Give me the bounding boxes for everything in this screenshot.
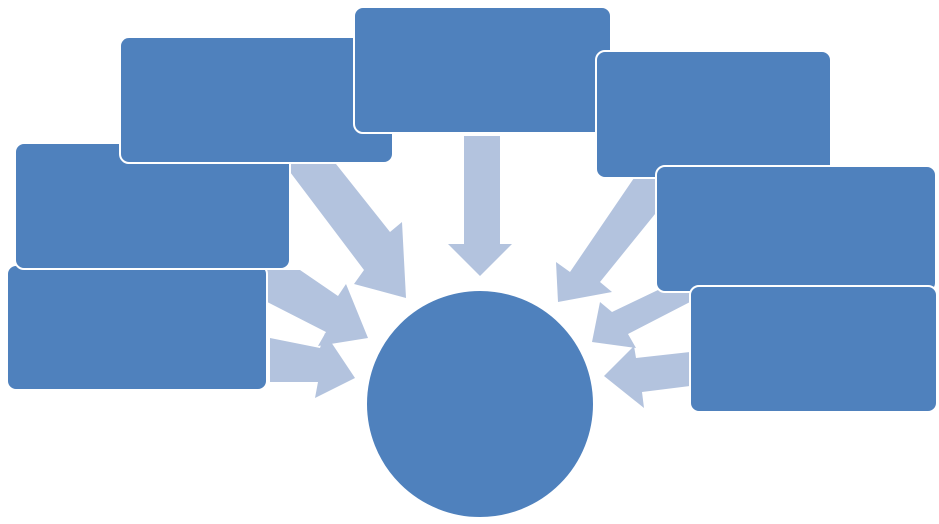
- boxes: [6, 6, 938, 413]
- arrow-from-top-center: [448, 136, 512, 276]
- box-top-center: [353, 6, 612, 134]
- box-right-upper: [595, 50, 832, 179]
- arrow-from-right-upper: [556, 178, 668, 302]
- arrow-from-right-middle: [592, 290, 690, 348]
- box-left-lower: [6, 264, 268, 391]
- box-right-lower: [689, 285, 938, 413]
- arrow-from-left-upper: [284, 164, 406, 298]
- arrow-from-right-lower: [604, 346, 690, 408]
- arrow-from-left-lower: [270, 333, 355, 398]
- hub-circle: [365, 289, 595, 519]
- box-left-upper: [119, 36, 394, 164]
- hub: [365, 289, 595, 519]
- box-right-middle: [655, 165, 937, 293]
